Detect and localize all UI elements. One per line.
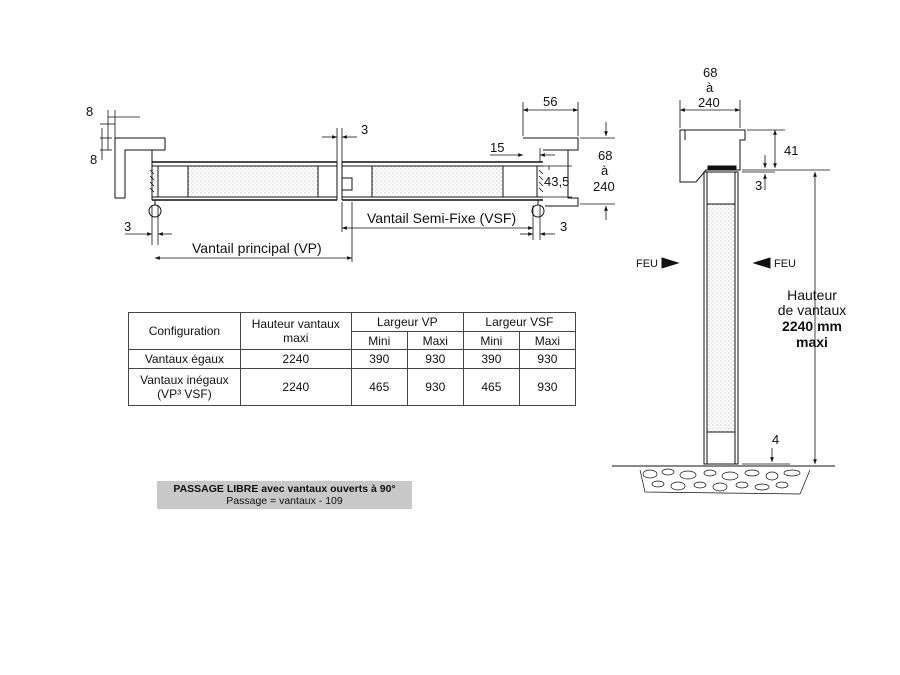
dim-8-top: 8 [86,104,93,119]
section-dim-top-line1: 68 [703,65,717,80]
door-leaf [703,171,739,465]
right-frame-profile [523,137,579,207]
dim-43-5: 43,5 [544,174,569,189]
height-label-line3: 2240 mm [782,318,842,334]
table-row: Vantaux inégaux (VP³ VSF) 2240 465 930 4… [128,368,577,406]
leaf-core [706,203,736,433]
dim-15: 15 [490,140,504,155]
subheader-vsf-mini: Mini [462,331,520,350]
passage-formula: Passage = vantaux - 109 [226,495,343,507]
height-label-line2: de vantaux [778,302,847,318]
dim-68-line1: 68 [598,148,612,163]
feu-left-arrow [661,257,680,269]
row-vp-maxi: 930 [406,349,464,369]
header-configuration: Configuration [128,312,241,350]
dim-3-right: 3 [560,219,567,234]
dim-68-line2: à [601,163,609,178]
table-row: Vantaux égaux 2240 390 930 390 930 [128,349,577,369]
row-vp-maxi: 930 [406,368,464,406]
dim-8-side: 8 [90,152,97,167]
vsf-leaf-core [371,165,504,198]
section-dim-4: 4 [772,432,779,447]
right-hinge [531,204,545,218]
passage-title: PASSAGE LIBRE avec vantaux ouverts à 90° [173,483,396,495]
row-vp-mini: 465 [350,368,408,406]
subheader-vp-mini: Mini [350,331,408,350]
passage-libre-box: PASSAGE LIBRE avec vantaux ouverts à 90°… [157,481,412,509]
feu-left-label: FEU [636,258,658,270]
section-dim-top-line2: à [706,80,714,95]
row-vsf-mini: 390 [462,349,520,369]
dim-68-line3: 240 [593,179,615,194]
section-dim-top-line3: 240 [698,95,720,110]
left-hinge [148,204,162,218]
row-config: Vantaux inégaux (VP³ VSF) [128,368,241,406]
header-largeur-vsf: Largeur VSF [462,312,577,332]
header-hauteur: Hauteur vantaux maxi [239,312,352,350]
row-hauteur: 2240 [239,349,352,369]
left-seal [149,169,155,193]
row-config-line1: Vantaux inégaux [140,373,229,387]
row-hauteur: 2240 [239,368,352,406]
section-dim-3: 3 [755,178,762,193]
row-vsf-maxi: 930 [518,349,577,369]
height-label-line4: maxi [796,334,828,350]
row-config-line2: (VP³ VSF) [157,387,212,401]
feu-right-label: FEU [774,258,796,270]
feu-right-arrow [752,257,771,269]
dim-56: 56 [543,94,557,109]
row-vsf-maxi: 930 [518,368,577,406]
left-frame-profile [114,137,166,199]
plan-view [100,102,615,262]
row-config: Vantaux égaux [128,349,241,369]
dim-3-top: 3 [361,122,368,137]
header-largeur-vp: Largeur VP [350,312,464,332]
subheader-vsf-maxi: Maxi [518,331,577,350]
subheader-vp-maxi: Maxi [406,331,464,350]
label-vp: Vantail principal (VP) [192,240,322,256]
label-vsf: Vantail Semi-Fixe (VSF) [367,210,516,226]
section-dim-41: 41 [784,143,798,158]
right-seal [538,169,544,193]
head-frame-profile [679,129,746,183]
row-vp-mini: 390 [350,349,408,369]
floor-gravel [639,468,811,495]
dimensions-table: Configuration Hauteur vantaux maxi Large… [128,312,577,406]
section-view [612,100,835,495]
row-vsf-mini: 465 [462,368,520,406]
dim-3-left: 3 [124,219,131,234]
vp-leaf-core [187,165,319,198]
height-label-line1: Hauteur [787,287,837,303]
